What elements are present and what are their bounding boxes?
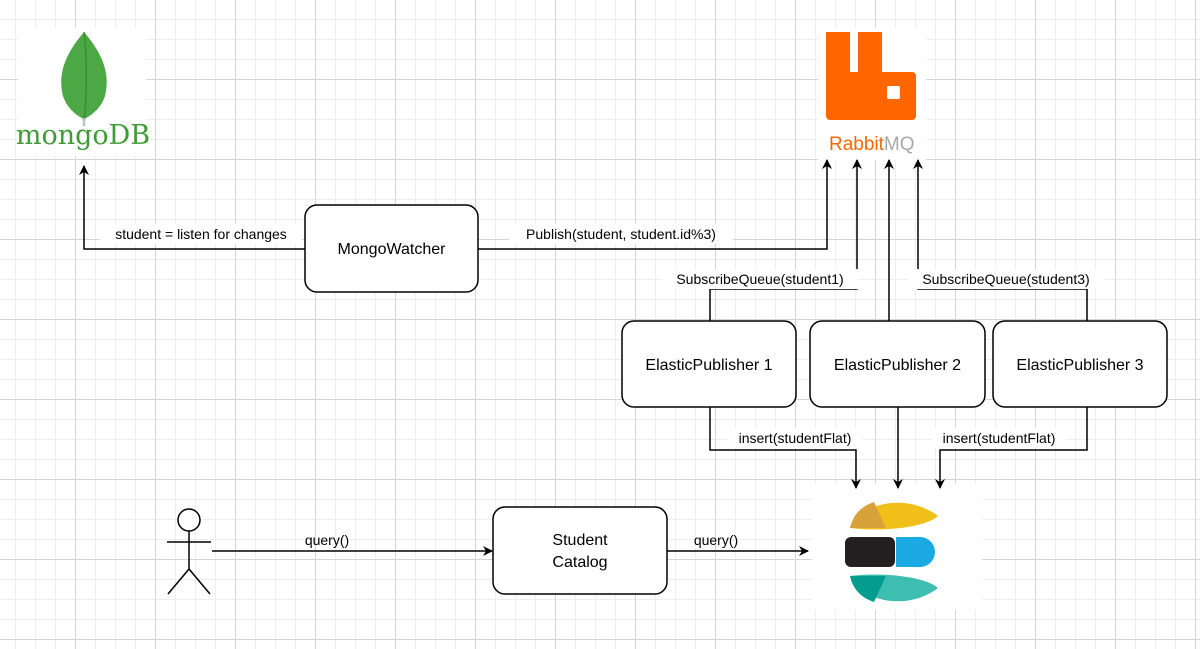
rabbitmq-wordmark: RabbitMQ (829, 134, 915, 155)
edge-label-insert3: insert(studentFlat) (943, 430, 1056, 446)
mongodb-leaf-icon (61, 31, 107, 126)
mongodb-logo: mongoDB (16, 28, 150, 156)
edge-label-publish: Publish(student, student.id%3) (526, 226, 716, 242)
mongodb-wordmark: mongoDB (16, 120, 150, 151)
node-elasticpublisher-3[interactable]: ElasticPublisher 3 (992, 320, 1168, 408)
mongowatcher-label: MongoWatcher (338, 241, 447, 258)
node-student-catalog[interactable]: Student Catalog (492, 506, 668, 595)
edge-labels: student = listen for changes Publish(stu… (100, 224, 1104, 548)
catalog-label-line1: Student (552, 532, 608, 549)
publisher1-label: ElasticPublisher 1 (645, 357, 772, 374)
edge-label-subscribe1: SubscribeQueue(student1) (676, 271, 843, 287)
node-elasticpublisher-1[interactable]: ElasticPublisher 1 (621, 320, 797, 408)
rabbitmq-icon (826, 32, 916, 120)
publisher3-label: ElasticPublisher 3 (1016, 357, 1143, 374)
node-elasticpublisher-2[interactable]: ElasticPublisher 2 (809, 320, 986, 408)
edge-publish (478, 159, 832, 250)
edge-label-query-catalog: query() (694, 532, 738, 548)
edge-label-query-user: query() (305, 532, 349, 548)
user-stick-figure-icon (167, 508, 211, 595)
edge-subscribe3 (913, 159, 1088, 321)
edge-insert1 (709, 407, 861, 489)
edge-label-subscribe3: SubscribeQueue(student3) (922, 271, 1089, 287)
edge-listen (79, 165, 305, 250)
rabbitmq-logo: RabbitMQ (818, 28, 926, 160)
edge-label-listen: student = listen for changes (115, 226, 287, 242)
catalog-label-line2: Catalog (552, 554, 607, 571)
edge-insert3 (935, 407, 1088, 489)
publisher2-label: ElasticPublisher 2 (834, 357, 961, 374)
elasticsearch-logo (812, 484, 982, 610)
elasticsearch-icon (845, 502, 938, 602)
edge-label-insert1: insert(studentFlat) (739, 430, 852, 446)
node-mongowatcher[interactable]: MongoWatcher (304, 204, 479, 293)
